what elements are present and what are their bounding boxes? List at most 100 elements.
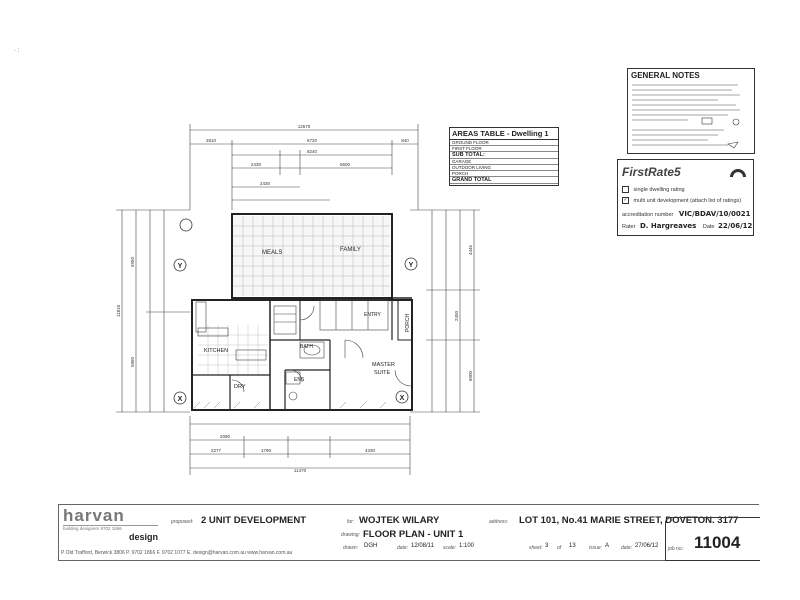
areas-cell-label: GROUND FLOOR bbox=[450, 140, 542, 146]
room-label-entry: ENTRY bbox=[364, 312, 382, 318]
sheet-of-label: of bbox=[557, 545, 562, 551]
accreditation-value: VIC/BDAV/10/0021 bbox=[678, 210, 751, 218]
dim-top-e: 2430 bbox=[251, 162, 262, 167]
room-label-suite: SUITE bbox=[374, 370, 391, 376]
drawn-value: DGH bbox=[364, 543, 378, 549]
scale-value: 1:100 bbox=[459, 543, 475, 549]
drawing-label: drawing: bbox=[341, 532, 360, 538]
job-number: 11004 bbox=[694, 533, 741, 552]
accreditation-label: accreditation number bbox=[622, 212, 674, 218]
areas-cell-sq bbox=[549, 140, 558, 146]
right-dimension-lines bbox=[410, 209, 480, 413]
room-label-master: MASTER bbox=[372, 362, 395, 368]
fixtures bbox=[195, 299, 389, 401]
issue-value: A bbox=[605, 543, 610, 549]
svg-text:X: X bbox=[400, 395, 405, 402]
company-subtitle: building designers 9702 1866 bbox=[63, 525, 158, 532]
dimension-labels: 12570 2810 8720 840 8240 2430 5600 2430 … bbox=[206, 124, 409, 473]
areas-cell-sqm bbox=[541, 176, 550, 184]
proposed-label: proposed: bbox=[171, 519, 194, 525]
dim-top-d: 8240 bbox=[307, 149, 318, 154]
room-label-porch: PORCH bbox=[405, 314, 411, 332]
areas-table-title: AREAS TABLE - Dwelling 1 bbox=[450, 128, 558, 140]
areas-table-row: OUTDOOR LIVING bbox=[450, 164, 558, 171]
wall-hatching bbox=[193, 401, 387, 409]
title-block: harvan building designers 9702 1866 desi… bbox=[58, 504, 760, 561]
room-label-dry: DRY bbox=[234, 384, 246, 390]
dim-right-b: 2450 bbox=[454, 310, 459, 321]
issue-date-value: 27/06/12 bbox=[635, 543, 659, 549]
areas-cell-sqm bbox=[541, 164, 550, 171]
dim-right-a: 4445 bbox=[468, 244, 473, 255]
areas-table-row: SUB TOTAL: bbox=[450, 151, 558, 159]
company-design-word: design bbox=[128, 532, 158, 542]
room-label-bath: BATH bbox=[300, 344, 313, 350]
room-label-family: FAMILY bbox=[340, 247, 361, 253]
areas-cell-sqm bbox=[541, 151, 550, 159]
company-name: harvan bbox=[63, 506, 125, 525]
areas-cell-sq bbox=[549, 164, 558, 171]
date-label: date: bbox=[397, 545, 409, 551]
door-swings bbox=[231, 305, 412, 393]
general-notes-text-lines bbox=[632, 84, 740, 149]
firstrate-multi-row: ✓ multi unit development (attach list of… bbox=[622, 197, 741, 204]
company-contact: P Old Trafford, Berwick 3806 P. 9702 186… bbox=[61, 550, 293, 556]
rater-date-value: 22/06/12 bbox=[718, 222, 753, 230]
areas-cell-sqm bbox=[541, 170, 550, 177]
areas-cell-sq bbox=[549, 176, 558, 184]
for-value: WOJTEK WILARY bbox=[359, 515, 440, 526]
rater-value: D. Hargreaves bbox=[639, 222, 697, 230]
dim-bottom-d: 4330 bbox=[365, 448, 376, 453]
section-marker-letters: Y X Y X bbox=[178, 262, 414, 403]
issue-date-label: date: bbox=[621, 545, 633, 551]
svg-text:X: X bbox=[178, 396, 183, 403]
corner-mark: · : bbox=[14, 48, 20, 54]
multi-unit-label: multi unit development (attach list of r… bbox=[633, 197, 742, 204]
dim-left-overall: 11810 bbox=[116, 304, 121, 317]
areas-cell-sq bbox=[549, 170, 558, 177]
areas-table-row: FIRST FLOOR bbox=[450, 145, 558, 152]
firstrate-accreditation-row: accreditation number VIC/BDAV/10/0021 bbox=[622, 210, 750, 218]
dim-bottom-overall: 11470 bbox=[294, 468, 307, 473]
for-label: for: bbox=[347, 519, 355, 525]
svg-text:Y: Y bbox=[178, 263, 183, 270]
areas-cell-label: PORCH bbox=[450, 170, 542, 177]
areas-cell-sq bbox=[549, 151, 558, 159]
proposed-value: 2 UNIT DEVELOPMENT bbox=[201, 515, 307, 526]
room-label-meals: MEALS bbox=[262, 250, 282, 256]
left-dimension-lines bbox=[116, 209, 190, 413]
dim-bottom-b: 1790 bbox=[261, 448, 272, 453]
kitchen-tile-grid bbox=[198, 325, 268, 375]
general-notes-title: GENERAL NOTES bbox=[631, 71, 700, 80]
dim-bottom-c: 2090 bbox=[220, 434, 231, 439]
areas-cell-label: GARAGE bbox=[450, 158, 542, 165]
areas-cell-label: OUTDOOR LIVING bbox=[450, 164, 542, 171]
dim-left-b: 5860 bbox=[130, 356, 135, 367]
areas-cell-label: FIRST FLOOR bbox=[450, 145, 542, 152]
svg-text:Y: Y bbox=[409, 262, 414, 269]
job-number-box: job no.: 11004 bbox=[665, 517, 760, 561]
firstrate-rater-row: Rater D. Hargreaves Date 22/06/12 bbox=[622, 222, 752, 230]
scale-label: scale: bbox=[443, 545, 457, 551]
single-dwelling-checkbox[interactable] bbox=[622, 186, 629, 193]
dim-top-f: 5600 bbox=[340, 162, 351, 167]
rater-label: Rater bbox=[622, 224, 636, 230]
bottom-dimension-lines bbox=[189, 416, 411, 475]
areas-cell-sqm bbox=[541, 145, 550, 152]
drawn-label: drawn: bbox=[343, 545, 359, 551]
room-label-ens: ENS bbox=[294, 377, 305, 383]
section-markers bbox=[173, 218, 418, 405]
dim-left-a: 5950 bbox=[130, 256, 135, 267]
dim-top-b: 8720 bbox=[307, 138, 318, 143]
areas-cell-sqm bbox=[541, 140, 550, 146]
multi-unit-checkbox[interactable]: ✓ bbox=[622, 197, 629, 204]
areas-cell-label: GRAND TOTAL bbox=[450, 176, 542, 184]
company-logo: harvan building designers 9702 1866 desi… bbox=[63, 507, 158, 547]
areas-cell-label: SUB TOTAL: bbox=[450, 151, 542, 159]
areas-table-row: PORCH bbox=[450, 170, 558, 177]
address-label: address: bbox=[489, 519, 509, 525]
issue-label: issue: bbox=[589, 545, 603, 551]
areas-table-row: GARAGE bbox=[450, 158, 558, 165]
sheet-total: 13 bbox=[569, 543, 576, 549]
